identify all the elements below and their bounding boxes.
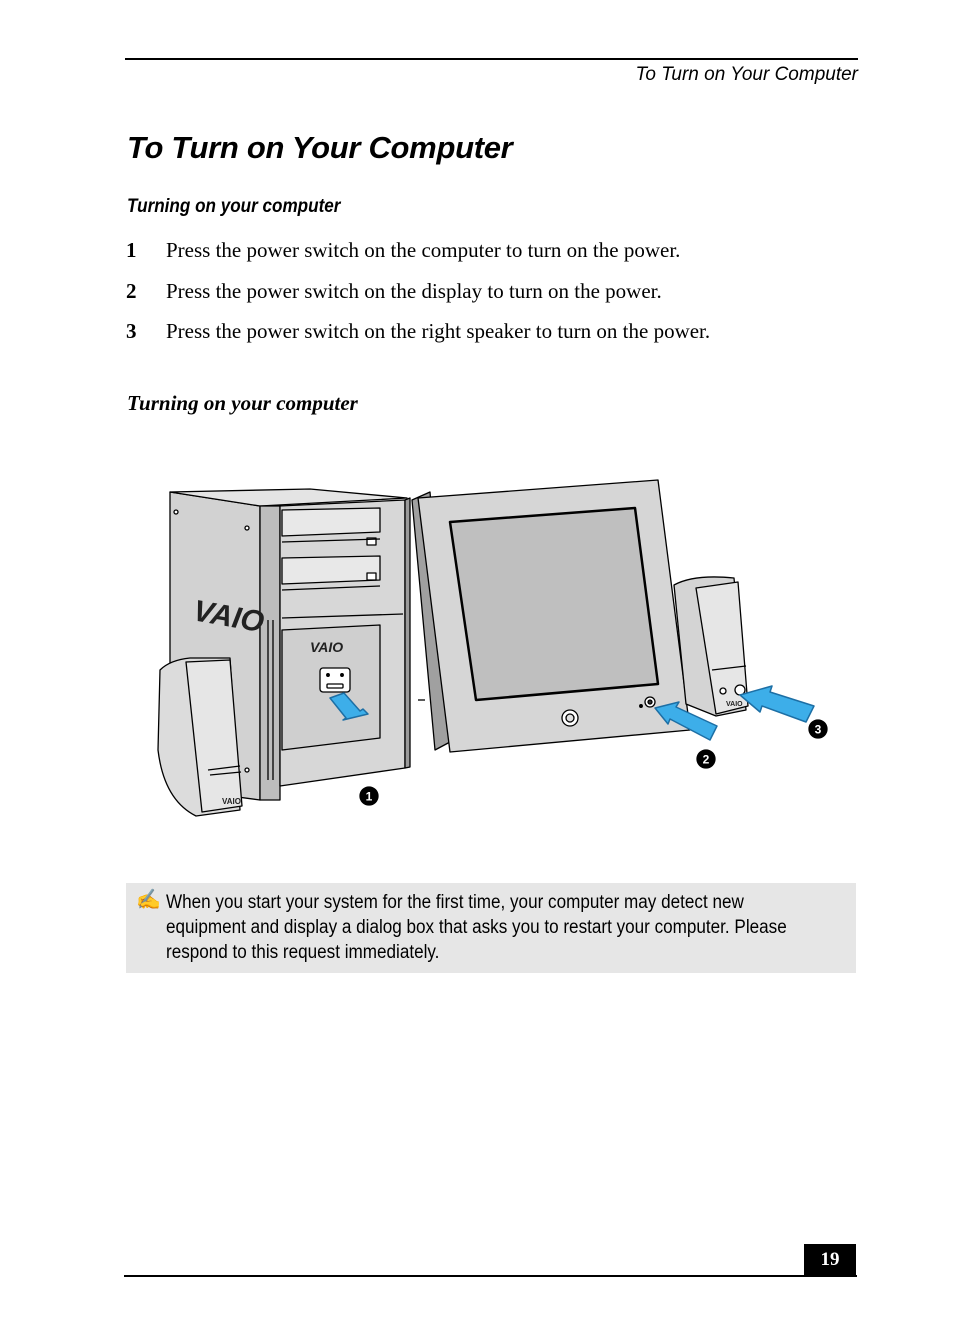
page-title: To Turn on Your Computer (127, 130, 513, 165)
page-number: 19 (804, 1244, 856, 1277)
step-item: 2 Press the power switch on the display … (126, 279, 846, 320)
svg-text:VAIO: VAIO (222, 797, 241, 806)
header-rule (125, 58, 858, 60)
svg-text:2: 2 (703, 753, 710, 767)
step-number: 2 (126, 278, 137, 303)
right-speaker: VAIO (673, 576, 749, 717)
footer-rule (124, 1275, 857, 1277)
callout-2: 2 (696, 749, 716, 769)
svg-text:1: 1 (366, 790, 373, 804)
vaio-front-logo: VAIO (310, 639, 343, 655)
step-text: Press the power switch on the computer t… (166, 238, 681, 262)
note-box: ✍ When you start your system for the fir… (126, 883, 856, 973)
step-text: Press the power switch on the right spea… (166, 319, 711, 343)
callout-3: 3 (808, 719, 828, 739)
display-unit (411, 479, 691, 753)
arrow-display-power (654, 701, 718, 741)
figure-caption: Turning on your computer (127, 391, 358, 415)
arrow-computer-power (329, 692, 369, 721)
computer-illustration: VAIO VAIO VAIO (150, 470, 840, 830)
callout-1: 1 (359, 786, 379, 806)
svg-text:VAIO: VAIO (726, 701, 743, 708)
arrow-speaker-power (739, 685, 815, 723)
svg-text:3: 3 (815, 723, 822, 737)
step-number: 1 (126, 238, 137, 262)
section-heading: Turning on your computer (127, 196, 341, 217)
running-header-title: To Turn on Your Computer (635, 64, 859, 85)
step-text: Press the power switch on the display to… (166, 278, 662, 303)
step-item: 3 Press the power switch on the right sp… (126, 319, 846, 360)
pencil-note-icon: ✍ (136, 889, 161, 911)
steps-list: 1 Press the power switch on the computer… (126, 238, 846, 360)
left-speaker: VAIO (157, 657, 243, 817)
note-text: When you start your system for the first… (166, 892, 787, 963)
step-item: 1 Press the power switch on the computer… (126, 238, 846, 279)
step-number: 3 (126, 319, 137, 343)
